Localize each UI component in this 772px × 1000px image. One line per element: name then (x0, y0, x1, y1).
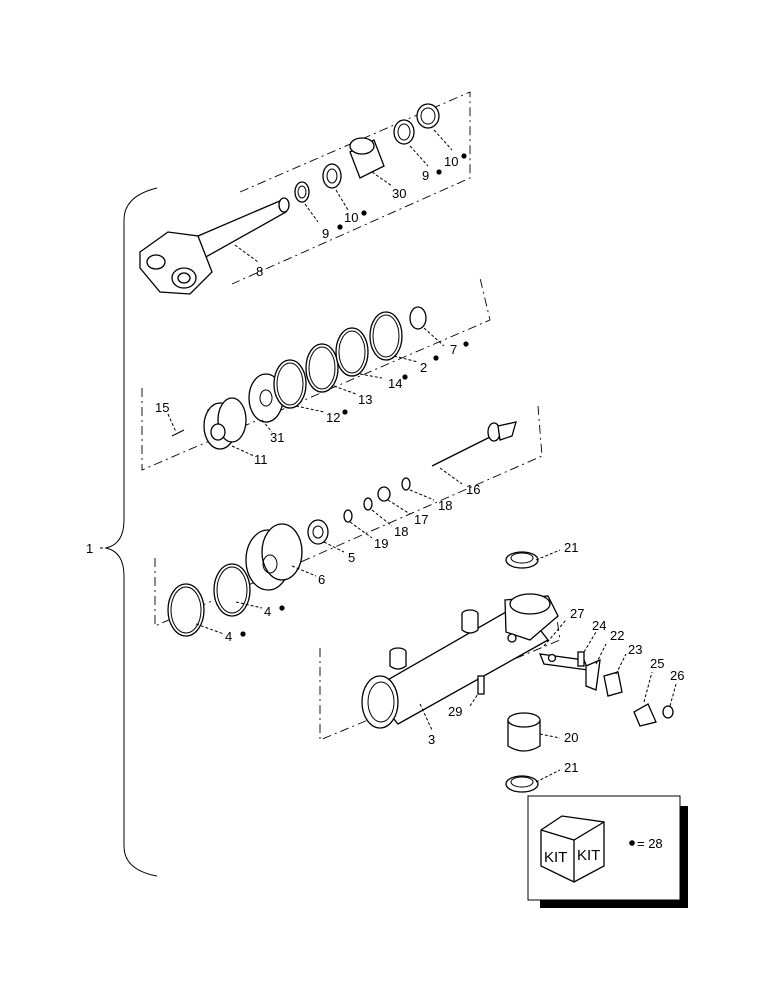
group-outline-gland (154, 405, 543, 627)
kit-dot (461, 153, 467, 159)
callout-4b: 4 (225, 629, 232, 644)
callout-13: 13 (358, 392, 372, 407)
ring-part-19 (343, 509, 353, 523)
callout-3: 3 (428, 732, 435, 747)
callout-27: 27 (570, 606, 584, 621)
kit-legend-dot (629, 840, 635, 846)
callout-31: 31 (270, 430, 284, 445)
pin-part-24 (577, 651, 585, 667)
ring-part-18 (401, 477, 411, 491)
wear-ring-9b (393, 119, 415, 145)
kit-cube-label-right: KIT (577, 847, 600, 864)
kit-dot (342, 409, 348, 415)
ring-part-18b (363, 497, 373, 511)
callout-9: 9 (322, 226, 329, 241)
assembly-brace (105, 187, 158, 877)
callout-4: 4 (264, 604, 271, 619)
callout-18: 18 (438, 498, 452, 513)
callout-21: 21 (564, 540, 578, 555)
kit-dot (337, 224, 343, 230)
kit-cube-label-left: KIT (544, 849, 567, 866)
kit-dot (463, 341, 469, 347)
callout-11: 11 (254, 452, 268, 467)
seal-ring-14 (335, 327, 369, 377)
bolt-part-26 (662, 705, 674, 719)
pin-part-29 (477, 675, 485, 695)
bracket-part-25 (633, 703, 657, 727)
callout-16: 16 (466, 482, 480, 497)
callout-23: 23 (628, 642, 642, 657)
nut-part-5 (307, 519, 329, 545)
callout-20: 20 (564, 730, 578, 745)
callout-19: 19 (374, 536, 388, 551)
kit-dot (433, 355, 439, 361)
kit-legend-meaning: = 28 (637, 836, 663, 851)
callout-1: 1 (86, 541, 93, 556)
wear-ring-9 (294, 181, 310, 203)
callout-14: 14 (388, 376, 402, 391)
callout-7: 7 (450, 342, 457, 357)
seal-10 (322, 163, 342, 189)
kit-cube-icon (540, 815, 605, 883)
pin-part-15 (171, 429, 185, 437)
bushing-part-21-top (505, 551, 539, 569)
callout-29: 29 (448, 704, 462, 719)
callout-26: 26 (670, 668, 684, 683)
kit-dot (240, 631, 246, 637)
cylinder-barrel-part-3 (361, 593, 559, 729)
kit-dot (436, 169, 442, 175)
lever-part-22 (585, 658, 601, 691)
callout-2: 2 (420, 360, 427, 375)
kit-legend: KIT KIT = 28 (527, 795, 688, 908)
callout-5: 5 (348, 550, 355, 565)
kit-dot (279, 605, 285, 611)
callout-10: 10 (344, 210, 358, 225)
bushing-part-30 (349, 137, 385, 179)
valve-rod-part-16 (431, 421, 517, 467)
callout-21b: 21 (564, 760, 578, 775)
callout-30: 30 (392, 186, 406, 201)
piston-part-11 (203, 397, 247, 450)
kit-dot (361, 210, 367, 216)
seal-ring-4 (213, 563, 251, 617)
callout-22: 22 (610, 628, 624, 643)
bushing-part-21-bottom (505, 775, 539, 793)
piston-rod-part-8 (139, 197, 290, 295)
seal-ring-13 (305, 343, 339, 393)
callout-18b: 18 (394, 524, 408, 539)
callout-10b: 10 (444, 154, 458, 169)
group-outline-rod (231, 91, 471, 285)
block-part-23 (603, 671, 623, 697)
callout-15: 15 (155, 400, 169, 415)
callout-12: 12 (326, 410, 340, 425)
callout-25: 25 (650, 656, 664, 671)
o-ring-7 (409, 306, 427, 330)
callout-24: 24 (592, 618, 606, 633)
callout-8: 8 (256, 264, 263, 279)
seal-ring-4b (167, 583, 205, 637)
callout-9b: 9 (422, 168, 429, 183)
gland-part-6 (245, 523, 303, 591)
callout-17: 17 (414, 512, 428, 527)
bushing-part-20 (507, 712, 541, 752)
seal-ring-12 (273, 359, 307, 409)
kit-dot (402, 374, 408, 380)
group-outline-piston (141, 277, 491, 471)
callout-6: 6 (318, 572, 325, 587)
spacer-part-17 (377, 486, 391, 502)
seal-10b (416, 103, 440, 129)
seal-ring-2 (369, 311, 403, 361)
